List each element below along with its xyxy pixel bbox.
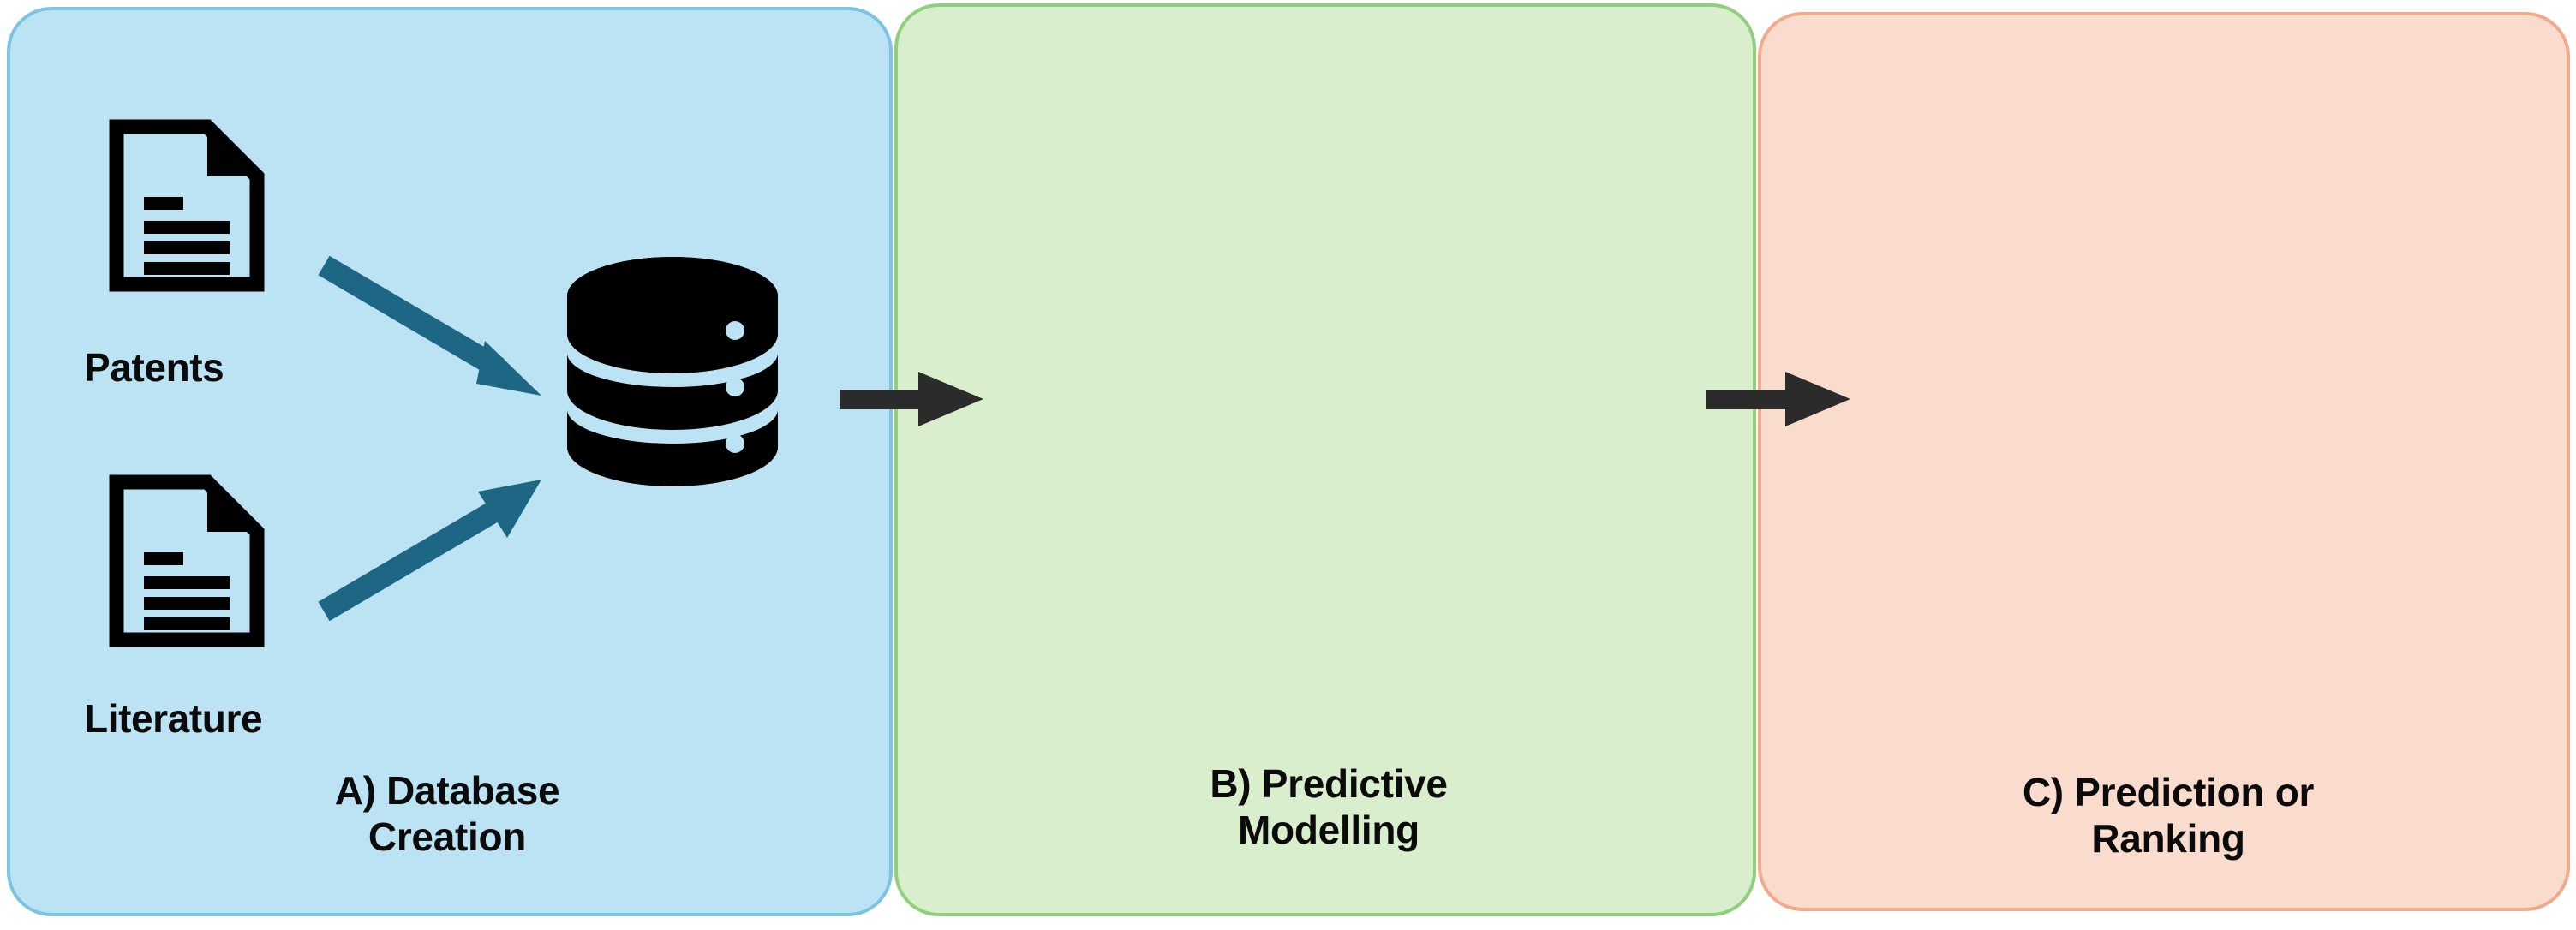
source-label-literature: Literature [84,696,263,741]
source-label-patents: Patents [84,345,224,390]
panel-predictive-modelling: B) Predictive Modelling [894,3,2311,916]
arrow-literature-to-database [317,464,548,622]
flow-arrow-b-to-c [1706,368,1852,430]
panel-database-creation: Patents Literature [7,7,893,916]
arrow-patents-to-database [317,255,548,404]
document-icon [109,119,265,292]
document-icon [109,474,265,647]
panel-caption-b: B) Predictive Modelling [1210,761,1448,853]
panel-caption-a: A) Database Creation [334,768,560,860]
database-cylinder-icon [567,257,778,505]
panel-prediction-or-ranking: C) Prediction or Ranking [1758,12,2570,911]
panel-caption-c: C) Prediction or Ranking [2022,770,2315,861]
flow-arrow-a-to-b [840,368,985,430]
